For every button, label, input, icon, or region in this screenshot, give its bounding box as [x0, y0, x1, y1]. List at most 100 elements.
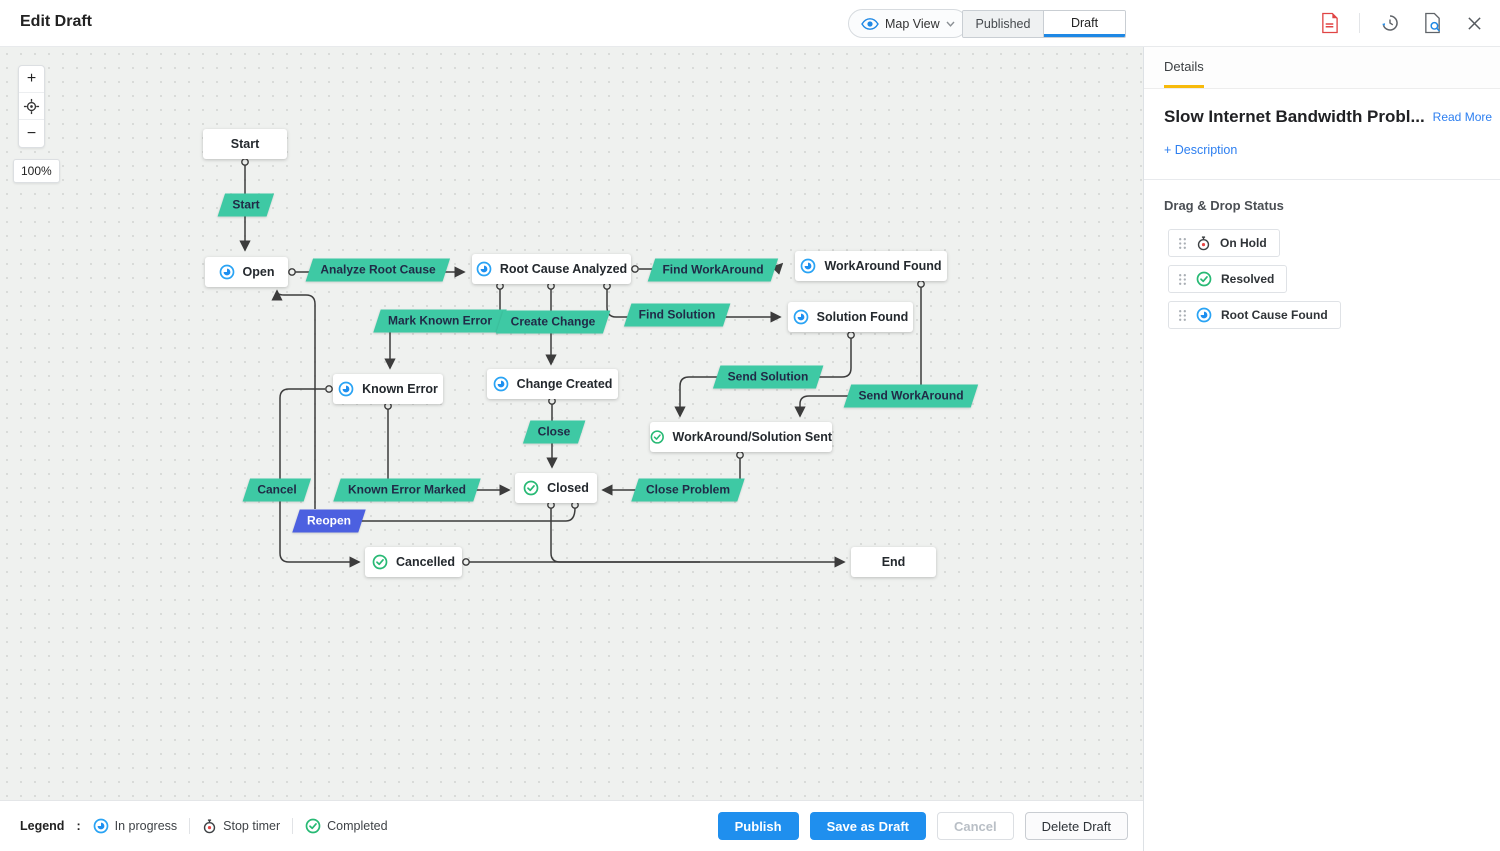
node-solution-found[interactable]: Solution Found: [788, 302, 913, 332]
stop-timer-icon: [203, 818, 216, 833]
node-label: Solution Found: [816, 310, 909, 324]
status-chip-list: On Hold Resolved Root Cause Found: [1144, 213, 1500, 329]
node-cancelled[interactable]: Cancelled: [365, 547, 462, 577]
transition-find-solution[interactable]: Find Solution: [623, 303, 731, 327]
top-action-icons: [1317, 10, 1486, 36]
legend-title: Legend: [20, 819, 65, 833]
workflow-title: Slow Internet Bandwidth Probl...: [1164, 107, 1425, 126]
node-change-created[interactable]: Change Created: [487, 369, 618, 399]
in-progress-icon: [1196, 307, 1212, 323]
transition-mark-known-error[interactable]: Mark Known Error: [373, 309, 507, 333]
status-chip-root-cause-found[interactable]: Root Cause Found: [1168, 301, 1341, 329]
pdf-export-button[interactable]: [1317, 10, 1341, 36]
node-workaround-found[interactable]: WorkAround Found: [795, 251, 947, 281]
transition-label: Cancel: [257, 482, 297, 497]
close-button[interactable]: [1462, 10, 1486, 36]
node-closed[interactable]: Closed: [515, 473, 597, 503]
delete-draft-button[interactable]: Delete Draft: [1024, 812, 1128, 840]
tab-draft[interactable]: Draft: [1044, 11, 1125, 37]
recenter-button[interactable]: [19, 93, 44, 120]
status-chip-label: Root Cause Found: [1221, 308, 1328, 322]
flow-connectors: [239, 158, 925, 568]
drag-drop-heading: Drag & Drop Status: [1164, 198, 1284, 213]
in-progress-icon: [801, 258, 816, 274]
transition-cancel[interactable]: Cancel: [242, 478, 312, 502]
details-sidebar: Details Slow Internet Bandwidth Probl...…: [1143, 47, 1500, 851]
transition-label: Reopen: [306, 513, 352, 528]
node-label: Change Created: [516, 377, 613, 391]
eye-icon: [861, 17, 879, 30]
transition-label: Close Problem: [645, 482, 731, 497]
node-label: Known Error: [362, 382, 438, 396]
zoom-controls: + −: [18, 65, 45, 148]
publish-button[interactable]: Publish: [717, 812, 799, 840]
transition-create-change[interactable]: Create Change: [495, 310, 611, 334]
zoom-out-button[interactable]: −: [26, 124, 37, 142]
transition-close-problem[interactable]: Close Problem: [631, 478, 745, 502]
zoom-in-button[interactable]: +: [19, 66, 44, 93]
node-label: Open: [242, 265, 275, 279]
in-progress-icon: [476, 261, 492, 277]
cancel-button[interactable]: Cancel: [936, 812, 1014, 840]
read-more-link[interactable]: Read More: [1432, 110, 1493, 124]
drag-handle-icon[interactable]: [1178, 273, 1187, 286]
node-end[interactable]: End: [851, 547, 936, 577]
tab-details[interactable]: Details: [1164, 59, 1204, 74]
transition-label: Analyze Root Cause: [320, 262, 436, 277]
node-label: WorkAround Found: [824, 259, 942, 273]
drag-handle-icon[interactable]: [1178, 237, 1187, 250]
version-history-icon: [1382, 15, 1398, 31]
transition-known-error-marked[interactable]: Known Error Marked: [333, 478, 481, 502]
legend-separator: :: [76, 819, 81, 833]
node-known-error[interactable]: Known Error: [333, 374, 443, 404]
completed-icon: [1196, 271, 1212, 287]
footer-buttons: Publish Save as Draft Cancel Delete Draf…: [717, 812, 1128, 840]
node-root-cause-analyzed[interactable]: Root Cause Analyzed: [472, 254, 631, 284]
transition-find-workaround[interactable]: Find WorkAround: [647, 258, 779, 282]
legend-item-stop-timer: Stop timer: [202, 818, 280, 834]
node-label: Cancelled: [395, 555, 456, 569]
active-tab-underline: [1164, 85, 1204, 88]
node-label: WorkAround/Solution Sent: [672, 430, 832, 444]
completed-icon: [372, 554, 388, 570]
transition-label: Send WorkAround: [858, 388, 964, 403]
transition-analyze-root-cause[interactable]: Analyze Root Cause: [305, 258, 451, 282]
transition-send-solution[interactable]: Send Solution: [712, 365, 824, 389]
transition-start[interactable]: Start: [217, 193, 275, 217]
save-as-draft-button[interactable]: Save as Draft: [809, 812, 926, 840]
node-label: Closed: [547, 481, 589, 495]
drag-handle-icon[interactable]: [1178, 309, 1187, 322]
transition-close[interactable]: Close: [522, 420, 586, 444]
transition-label: Mark Known Error: [387, 313, 493, 328]
map-view-selector[interactable]: Map View: [848, 9, 968, 38]
node-workaround-solution-sent[interactable]: WorkAround/Solution Sent: [650, 422, 832, 452]
node-start[interactable]: Start: [203, 129, 287, 159]
legend-divider: [292, 818, 294, 834]
version-history-button[interactable]: [1378, 10, 1402, 36]
node-label: Start: [230, 137, 260, 151]
workflow-canvas[interactable]: + − 100% Start Analyze Root Cause Find W…: [0, 47, 1143, 800]
recenter-icon: [23, 98, 40, 114]
node-label: Root Cause Analyzed: [499, 262, 628, 276]
transition-reopen[interactable]: Reopen: [292, 509, 366, 533]
transition-label: Close: [537, 424, 571, 439]
node-open[interactable]: Open: [205, 257, 288, 287]
in-progress-icon: [219, 264, 234, 280]
preview-document-icon: [1424, 12, 1440, 34]
completed-icon: [523, 480, 539, 496]
icon-divider: [1359, 13, 1360, 33]
add-description-link[interactable]: + Description: [1164, 143, 1238, 157]
published-draft-tabs: Published Draft: [962, 10, 1126, 38]
legend-item-in-progress: In progress: [93, 818, 177, 834]
pdf-export-icon: [1321, 12, 1338, 34]
status-chip-resolved[interactable]: Resolved: [1168, 265, 1288, 293]
preview-document-button[interactable]: [1420, 10, 1444, 36]
tab-published[interactable]: Published: [963, 11, 1044, 37]
status-chip-on-hold[interactable]: On Hold: [1168, 229, 1280, 257]
legend: Legend : In progress Stop timer Complete…: [0, 818, 388, 834]
top-bar: Edit Draft Map View Published Draft: [0, 0, 1500, 47]
legend-divider: [189, 818, 191, 834]
transition-label: Create Change: [510, 314, 596, 329]
chevron-down-icon: [946, 21, 955, 27]
transition-send-workaround[interactable]: Send WorkAround: [843, 384, 979, 408]
